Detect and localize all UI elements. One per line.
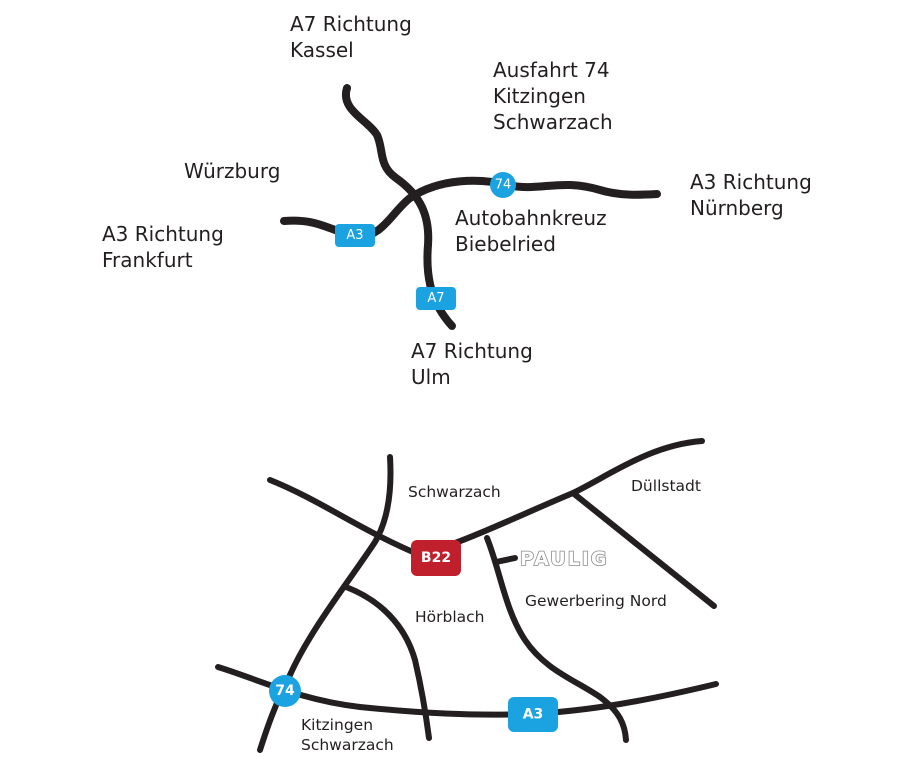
label-schwarzach: Schwarzach [408,483,501,501]
label-a3-west: A3 Richtung Frankfurt [102,222,230,272]
label-wuerzburg: Würzburg [184,159,280,183]
a3-shield: A3 [335,224,375,247]
label-exit-74: Ausfahrt 74 Kitzingen Schwarzach [493,58,616,134]
road-gewerbering [484,535,629,743]
label-kitzingen-schwarzach: Kitzingen Schwarzach [301,716,394,754]
road-duellstadt [570,490,717,609]
label-a7-south: A7 Richtung Ulm [411,339,539,389]
a3-detail-shield: A3 [508,697,558,732]
road-a7 [341,84,456,330]
label-duellstadt: Düllstadt [631,477,701,495]
exit-74-marker-label: 74 [495,178,512,193]
a3-shield-label: A3 [346,228,363,243]
b22-shield-label: B22 [421,550,451,566]
a7-shield-label: A7 [427,291,444,306]
overview-map: A3 A7 74 A7 Richtung Kassel Ausfahrt 74 … [102,12,818,389]
b22-shield: B22 [411,540,461,576]
road-paulig-access [493,555,518,565]
label-interchange: Autobahnkreuz Biebelried [455,206,613,256]
a3-detail-shield-label: A3 [523,707,544,723]
exit-74-marker: 74 [490,172,516,198]
exit-74-detail-marker: 74 [269,675,301,707]
road-kitzingen [257,454,394,753]
label-hoerblach: Hörblach [415,608,485,626]
a7-shield: A7 [416,287,456,310]
paulig-logo: PAULIG [520,548,609,570]
exit-74-detail-marker-label: 74 [275,683,295,699]
label-a3-east: A3 Richtung Nürnberg [690,170,818,220]
road-b22 [267,438,705,558]
detail-map: B22 74 A3 PAULIG Schwarzach Düllstadt Ge… [215,438,719,754]
label-gewerbering-nord: Gewerbering Nord [525,592,667,610]
label-a7-north: A7 Richtung Kassel [290,12,418,62]
